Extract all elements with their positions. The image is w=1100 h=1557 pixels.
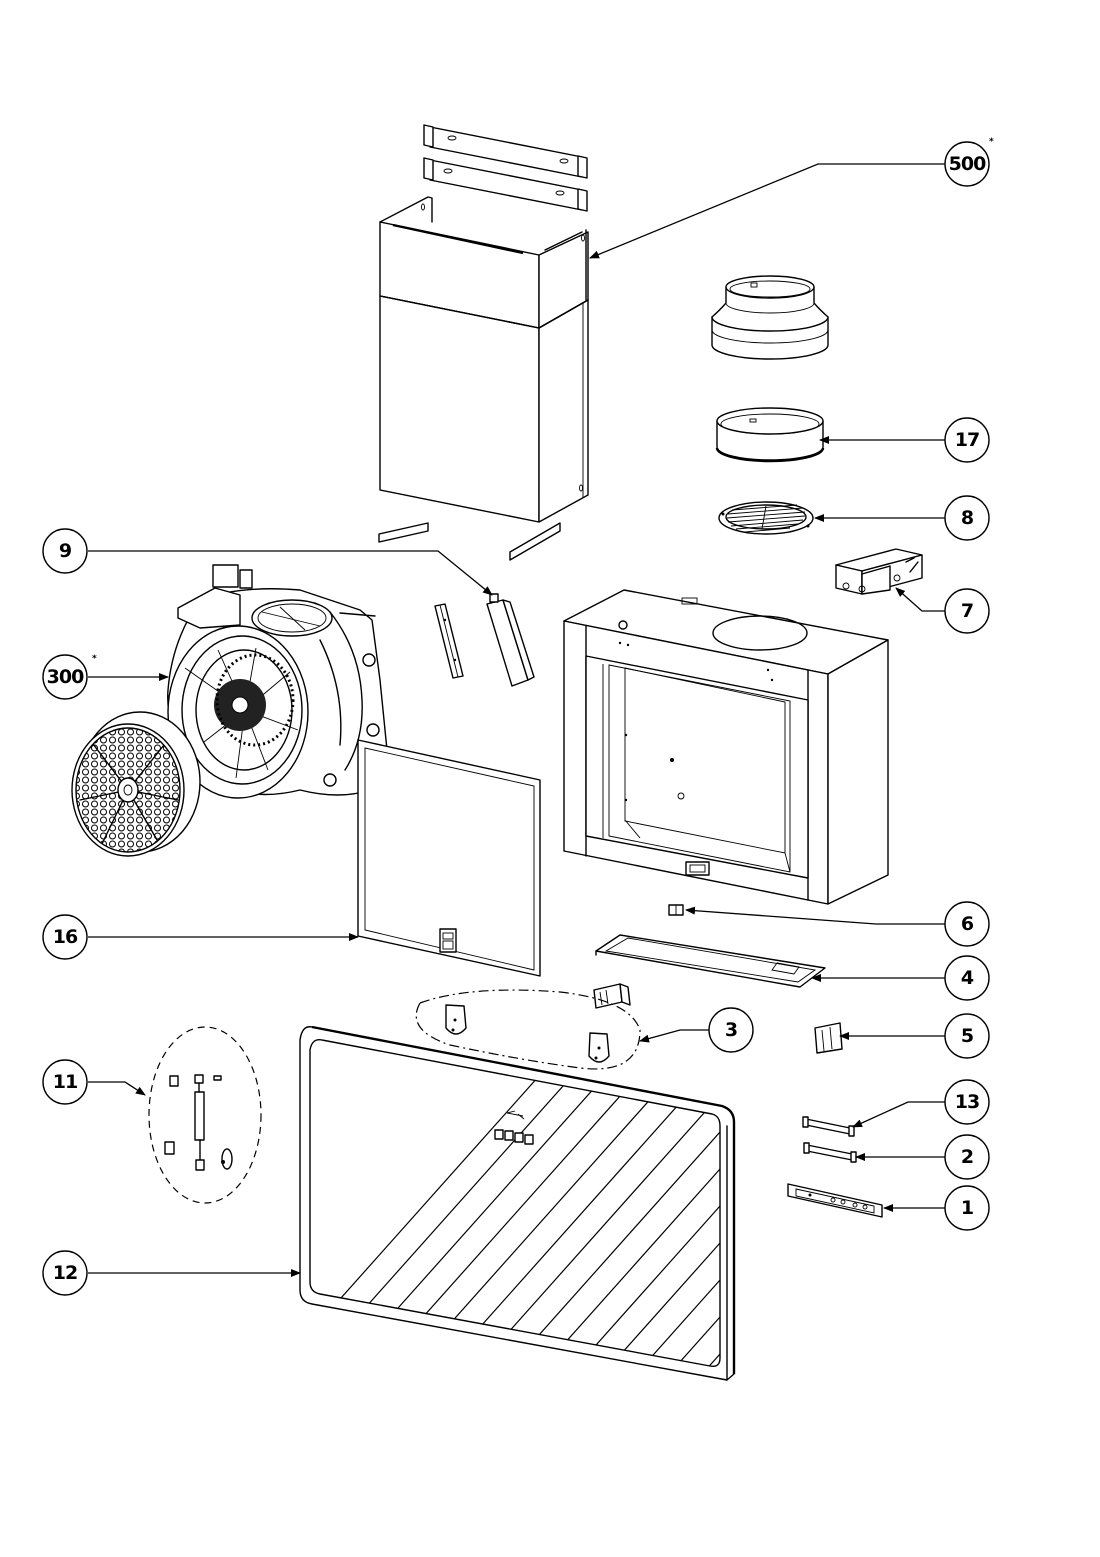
chimney-bracket-upper (423, 124, 588, 179)
callout-label: 5 (961, 1025, 973, 1047)
callout-2[interactable]: 2 (944, 1134, 990, 1180)
callout-label: 6 (961, 913, 974, 935)
glass-hatch-line (579, 1039, 720, 1367)
glass-hatch-line (546, 1039, 720, 1367)
callout-label: 4 (961, 967, 974, 989)
glass-hatch-line (745, 1030, 1075, 1400)
gas-spring-kit (148, 1026, 262, 1204)
callout-label: 2 (961, 1146, 973, 1168)
switch-connector (668, 904, 684, 916)
duct-reducer (711, 275, 829, 360)
damper-grille (718, 501, 814, 535)
leader-3 (639, 1029, 710, 1043)
callout-label: 17 (955, 429, 979, 451)
glass-hatch-line (612, 1039, 720, 1367)
callout-label: 300 (47, 666, 84, 688)
callout-9[interactable]: 9 (42, 528, 88, 574)
callout-8[interactable]: 8 (944, 495, 990, 541)
leader-11 (88, 1081, 146, 1096)
callout-label: 9 (59, 540, 71, 562)
callout-label: 16 (53, 926, 78, 948)
glass-hatch-line (513, 1039, 720, 1367)
light-socket (593, 983, 631, 1009)
callout-6[interactable]: 6 (944, 901, 990, 947)
blower-motor (167, 564, 389, 799)
light-socket-spare (814, 1022, 843, 1054)
hinge-pin-upper (802, 1116, 855, 1137)
chimney-cover (379, 196, 589, 523)
callout-label: 8 (961, 507, 974, 529)
callout-marker: * (92, 654, 97, 664)
charcoal-filter (71, 711, 201, 857)
chimney-bottom-tab-right (509, 522, 561, 561)
leader-lines (88, 163, 946, 1277)
hinge-pin-lower (803, 1142, 857, 1163)
light-housing (486, 593, 535, 687)
mounting-clips-kit (415, 989, 641, 1070)
callout-3[interactable]: 3 (708, 1007, 754, 1053)
light-bracket (434, 603, 464, 679)
glass-hatch-line (645, 1039, 720, 1367)
callout-label: 12 (53, 1262, 77, 1284)
callout-5[interactable]: 5 (944, 1013, 990, 1059)
callout-1[interactable]: 1 (944, 1185, 990, 1231)
callout-16[interactable]: 16 (42, 914, 88, 960)
lower-trim-panel (595, 934, 826, 988)
callout-500[interactable]: 500 * (944, 137, 994, 187)
chimney-bracket-lower (423, 157, 588, 212)
callout-label: 7 (961, 600, 973, 622)
callout-7[interactable]: 7 (944, 588, 990, 634)
callout-11[interactable]: 11 (42, 1059, 88, 1105)
callout-label: 500 (949, 153, 986, 175)
leader-13 (852, 1101, 946, 1128)
callout-marker: * (989, 137, 994, 147)
duct-collar (715, 407, 825, 463)
callout-17[interactable]: 17 (944, 417, 990, 463)
callout-12[interactable]: 12 (42, 1250, 88, 1296)
callout-300[interactable]: 300 * (42, 654, 97, 700)
junction-box (835, 548, 923, 595)
callout-label: 1 (961, 1197, 973, 1219)
callout-4[interactable]: 4 (944, 955, 990, 1001)
control-panel-board (787, 1183, 883, 1218)
callout-13[interactable]: 13 (944, 1079, 990, 1125)
leader-6 (685, 906, 946, 925)
leader-500 (589, 163, 946, 259)
hood-body (563, 589, 889, 905)
leader-7 (895, 587, 946, 612)
grease-filter (357, 739, 541, 977)
callout-label: 13 (955, 1091, 979, 1113)
callout-label: 11 (53, 1071, 77, 1093)
chimney-bottom-tab-left (378, 522, 429, 543)
glass-hatch-line (310, 1039, 581, 1367)
callout-label: 3 (725, 1019, 737, 1041)
leader-9 (88, 550, 493, 596)
